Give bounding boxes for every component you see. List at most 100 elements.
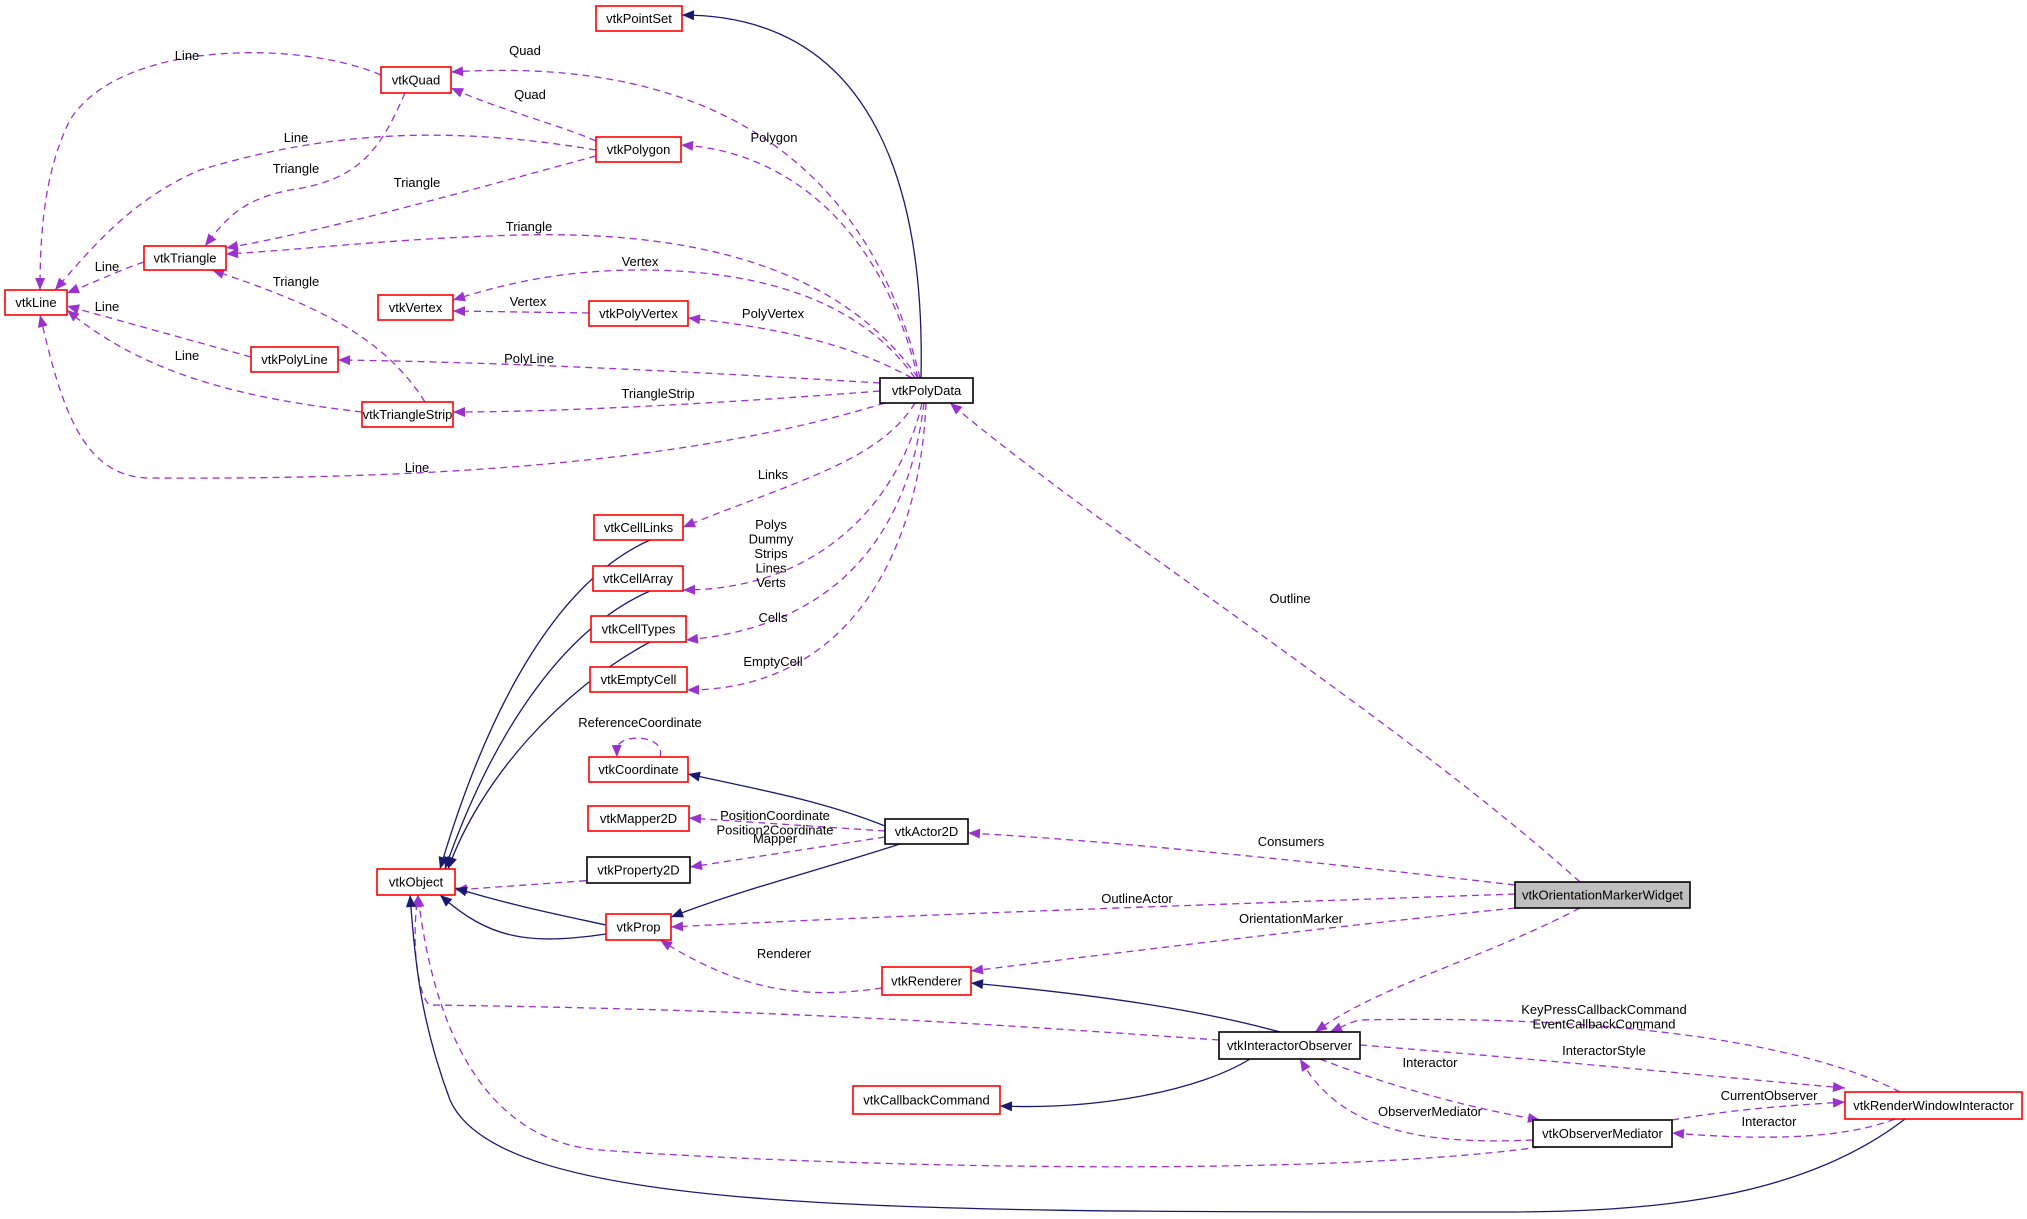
node-vtkPointSet[interactable]: vtkPointSet bbox=[595, 5, 683, 32]
edge-vtkRenderWindowInteractor-to-vtkObserverMediator bbox=[414, 894, 1541, 1168]
edge-line bbox=[680, 144, 919, 379]
edge-line bbox=[204, 92, 406, 247]
edge-line bbox=[1359, 1044, 1846, 1089]
edge-label: Line bbox=[175, 48, 200, 63]
edge-line bbox=[211, 269, 426, 403]
arrowhead-icon bbox=[671, 921, 684, 932]
node-label: vtkRenderWindowInteractor bbox=[1853, 1098, 2014, 1113]
edge-line bbox=[225, 155, 597, 249]
edge-line bbox=[670, 893, 1516, 928]
node-label: vtkActor2D bbox=[895, 824, 959, 839]
edge-label: CurrentObserver bbox=[1721, 1088, 1818, 1103]
node-box bbox=[605, 913, 672, 941]
node-vtkRenderWindowInteractor[interactable]: vtkRenderWindowInteractor bbox=[1844, 1091, 2023, 1120]
edge-vtkCoordinate-to-vtkObject bbox=[687, 771, 886, 827]
node-vtkPolygon[interactable]: vtkPolygon bbox=[595, 136, 682, 163]
node-vtkEmptyCell[interactable]: vtkEmptyCell bbox=[589, 666, 688, 693]
arrowhead-icon bbox=[971, 979, 984, 990]
node-vtkTriangle[interactable]: vtkTriangle bbox=[143, 245, 227, 271]
edge-line bbox=[687, 773, 886, 827]
edge-line bbox=[439, 539, 651, 870]
edge-vtkPolygon-to-vtkLine bbox=[54, 134, 597, 291]
node-vtkProp[interactable]: vtkProp bbox=[605, 913, 672, 941]
arrowhead-icon bbox=[338, 355, 351, 366]
edge-vtkProp-to-vtkObject bbox=[967, 828, 1516, 886]
edge-vtkOrientationMarkerWidget-to-vtkRenderer bbox=[659, 939, 883, 994]
edge-vtkTriangleStrip-to-vtkLine bbox=[66, 309, 363, 413]
node-label: vtkInteractorObserver bbox=[1227, 1038, 1353, 1053]
edge-line bbox=[417, 894, 1541, 1168]
node-label: vtkPolyVertex bbox=[599, 306, 678, 321]
node-box bbox=[1532, 1119, 1673, 1148]
edge-vtkProperty2D-to-vtkObject bbox=[670, 843, 901, 918]
node-box bbox=[1844, 1091, 2023, 1120]
edge-line bbox=[409, 894, 1906, 1213]
edge-label: Quad bbox=[514, 87, 546, 102]
node-vtkRenderer[interactable]: vtkRenderer bbox=[881, 966, 972, 996]
node-vtkCellLinks[interactable]: vtkCellLinks bbox=[593, 514, 684, 541]
edge-label: PolyLine bbox=[504, 351, 554, 366]
edge-label: Line bbox=[284, 130, 309, 145]
node-vtkOrientationMarkerWidget[interactable]: vtkOrientationMarkerWidget bbox=[1514, 881, 1691, 909]
edge-line bbox=[685, 402, 925, 641]
node-label: vtkQuad bbox=[392, 73, 440, 88]
node-vtkObserverMediator[interactable]: vtkObserverMediator bbox=[1532, 1119, 1673, 1148]
arrowhead-icon bbox=[205, 233, 217, 246]
arrowhead-icon bbox=[226, 240, 239, 251]
edge-line bbox=[659, 939, 883, 994]
edge-line bbox=[1671, 1118, 1896, 1138]
node-box bbox=[590, 615, 687, 643]
arrowhead-icon bbox=[414, 895, 425, 908]
edge-line bbox=[999, 1058, 1251, 1108]
node-box bbox=[595, 136, 682, 163]
node-vtkCellTypes[interactable]: vtkCellTypes bbox=[590, 615, 687, 643]
node-vtkCoordinate[interactable]: vtkCoordinate bbox=[588, 756, 689, 783]
edge-vtkPolyData-to-vtkQuad bbox=[450, 66, 921, 379]
node-label: vtkPolyLine bbox=[261, 352, 327, 367]
arrowhead-icon bbox=[35, 277, 46, 290]
node-label: vtkTriangleStrip bbox=[363, 407, 453, 422]
edge-vtkPolyData-to-vtkCellArray bbox=[682, 402, 923, 595]
arrowhead-icon bbox=[447, 856, 457, 869]
arrowhead-icon bbox=[683, 517, 696, 528]
edge-label: OrientationMarker bbox=[1239, 911, 1344, 926]
node-vtkQuad[interactable]: vtkQuad bbox=[380, 66, 452, 94]
arrowhead-icon bbox=[451, 88, 464, 98]
arrowhead-icon bbox=[67, 283, 80, 294]
node-vtkActor2D[interactable]: vtkActor2D bbox=[884, 818, 969, 845]
edge-line bbox=[970, 982, 1281, 1033]
node-vtkPolyLine[interactable]: vtkPolyLine bbox=[250, 346, 339, 373]
arrowhead-icon bbox=[226, 248, 239, 259]
arrowhead-icon bbox=[688, 314, 701, 325]
edge-line bbox=[689, 836, 886, 868]
edge-vtkPolyData-to-vtkPolyVertex bbox=[687, 314, 913, 379]
node-vtkMapper2D[interactable]: vtkMapper2D bbox=[587, 805, 690, 832]
node-vtkInteractorObserver[interactable]: vtkInteractorObserver bbox=[1218, 1031, 1361, 1060]
node-vtkLine[interactable]: vtkLine bbox=[4, 289, 68, 316]
edge-vtkPolyData-to-vtkLine bbox=[37, 314, 886, 479]
edge-vtkInteractorObserver-to-vtkCallbackCommand bbox=[1329, 1018, 1901, 1093]
node-vtkObject[interactable]: vtkObject bbox=[376, 868, 456, 896]
node-vtkPolyData[interactable]: vtkPolyData bbox=[879, 377, 974, 404]
node-vtkTriangleStrip[interactable]: vtkTriangleStrip bbox=[361, 401, 454, 428]
edge-label: Line bbox=[95, 259, 120, 274]
node-vtkPolyVertex[interactable]: vtkPolyVertex bbox=[588, 300, 689, 327]
edge-vtkQuad-to-vtkTriangle bbox=[204, 92, 406, 247]
node-label: vtkCellLinks bbox=[604, 520, 674, 535]
node-vtkProperty2D[interactable]: vtkProperty2D bbox=[586, 856, 691, 884]
node-label: vtkCellTypes bbox=[602, 622, 676, 637]
node-label: vtkCallbackCommand bbox=[863, 1093, 989, 1108]
edge-vtkPolyData-to-vtkCellTypes bbox=[685, 402, 925, 644]
node-vtkCallbackCommand[interactable]: vtkCallbackCommand bbox=[852, 1085, 1001, 1115]
node-vtkVertex[interactable]: vtkVertex bbox=[377, 294, 454, 321]
edge-label: Consumers bbox=[1258, 834, 1325, 849]
edge-label: Vertex bbox=[510, 294, 547, 309]
edge-label: Triangle bbox=[273, 161, 319, 176]
node-label: vtkPolyData bbox=[892, 383, 962, 398]
node-box bbox=[592, 565, 684, 592]
node-vtkCellArray[interactable]: vtkCellArray bbox=[592, 565, 684, 592]
edge-vtkObserverMediator-to-vtkInteractorObserver bbox=[1671, 1097, 1846, 1121]
node-label: vtkMapper2D bbox=[600, 811, 677, 826]
